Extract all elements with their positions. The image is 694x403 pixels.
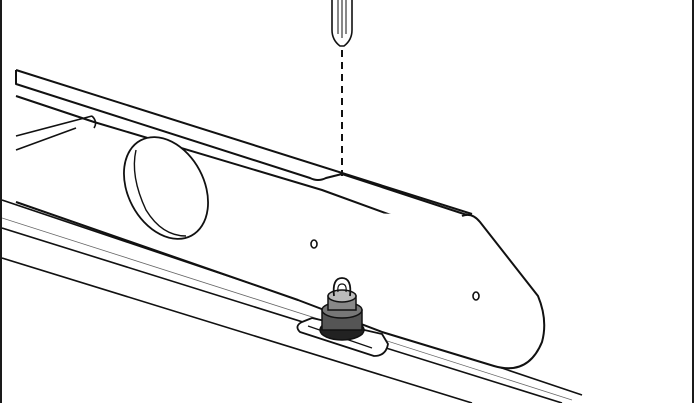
small-holes (310, 239, 480, 301)
oval-cutout (123, 136, 209, 240)
screwdriver-icon (331, 0, 353, 47)
mounting-bracket (15, 69, 546, 370)
rail-thin-line (2, 217, 573, 401)
knob-assembly (319, 277, 365, 341)
